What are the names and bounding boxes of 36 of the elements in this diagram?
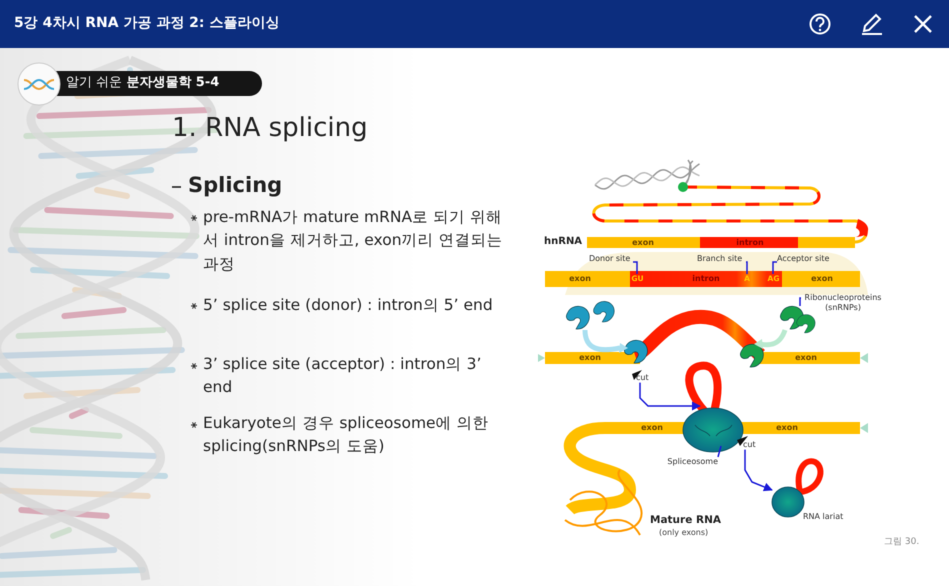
callout-label: cut <box>743 440 757 450</box>
segment-label: exon <box>569 274 591 284</box>
segment-label: exon <box>579 353 601 362</box>
molecule-label: hnRNA <box>544 236 582 248</box>
callout-label: cut <box>636 373 650 383</box>
leader-line <box>746 261 748 274</box>
callout-label: Spliceosome <box>666 457 718 467</box>
segment-label: intron <box>736 238 764 248</box>
bullet-text: Eukaryote의 경우 spliceosome에 의한 splicing(snRNPs의 도움) <box>203 413 490 458</box>
segment-label: exon <box>776 423 798 432</box>
segment-label: exon <box>795 353 817 362</box>
leader-line <box>717 446 722 458</box>
callout-label: Ribonucleoproteins (snRNPs) <box>804 293 882 312</box>
section-heading: 1. RNA splicing <box>172 114 368 144</box>
leader-line <box>772 261 777 274</box>
leader-line <box>633 261 638 274</box>
figure-number: 그림 30. <box>884 537 920 548</box>
molecule-label: Mature RNA <box>650 514 721 526</box>
callout-label: Branch site <box>697 254 744 264</box>
course-badge-text: 알기 쉬운 분자생물학 5-4 <box>66 76 220 91</box>
segment-label: exon <box>811 274 833 284</box>
callout-label: Donor site <box>589 254 632 264</box>
molecule-label: RNA lariat <box>803 512 844 522</box>
bullet-text: 5’ splice site (donor) : intron의 5’ end <box>203 295 494 316</box>
segment-label: exon <box>632 238 654 248</box>
bullet-heading: Splicing <box>188 173 282 198</box>
bullet-text: pre-mRNA가 mature mRNA로 되기 위해서 intron을 제거하고, exon끼리 연결되는 과정 <box>203 207 503 274</box>
callout-label: Acceptor site <box>777 254 830 264</box>
leader-line <box>799 297 802 306</box>
segment-label: intron <box>692 274 720 284</box>
header-title: 5강 4차시 RNA 가공 과정 2: 스플라이싱 <box>14 15 280 32</box>
arrow <box>744 450 773 492</box>
bullet-text: 3’ splice site (acceptor) : intron의 3’ end <box>203 354 482 398</box>
arrow <box>639 382 701 410</box>
molecule-note: (only exons) <box>659 528 708 538</box>
segment-label: exon <box>641 423 663 432</box>
